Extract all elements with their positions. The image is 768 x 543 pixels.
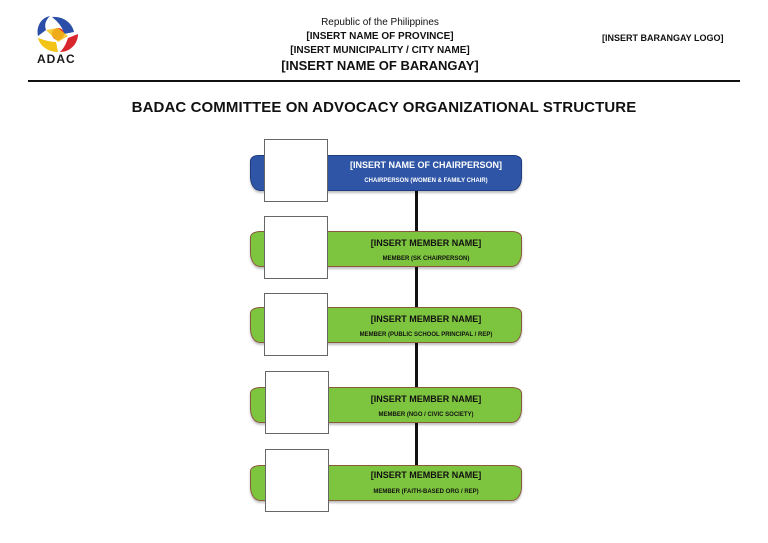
member-photo-placeholder-2 [264, 293, 328, 356]
member-name-4: [INSERT MEMBER NAME] [370, 470, 482, 480]
member-role-3: MEMBER (NGO / CIVIC SOCIETY) [378, 412, 474, 418]
chairperson-name: [INSERT NAME OF CHAIRPERSON] [349, 160, 502, 170]
member-name-3: [INSERT MEMBER NAME] [370, 394, 482, 404]
header-divider [28, 80, 740, 82]
municipality-line: [INSERT MUNICIPALITY / CITY NAME] [290, 45, 470, 56]
document-header: Republic of the Philippines [INSERT NAME… [250, 16, 510, 74]
member-photo-placeholder-3 [265, 371, 329, 434]
member-photo-placeholder-4 [265, 449, 329, 512]
member-name-2: [INSERT MEMBER NAME] [370, 314, 482, 324]
province-line: [INSERT NAME OF PROVINCE] [306, 31, 454, 42]
member-role-4: MEMBER (FAITH-BASED ORG / REP) [373, 489, 479, 495]
barangay-logo-placeholder: [INSERT BARANGAY LOGO] [602, 33, 724, 43]
member-photo-placeholder-1 [264, 216, 328, 279]
republic-line: Republic of the Philippines [321, 17, 439, 28]
member-role-2: MEMBER (PUBLIC SCHOOL PRINCIPAL / REP) [359, 332, 493, 338]
member-role-1: MEMBER (SK CHAIRPERSON) [382, 256, 470, 262]
chairperson-photo-placeholder [264, 139, 328, 202]
member-name-1: [INSERT MEMBER NAME] [370, 238, 482, 248]
page-title: BADAC COMMITTEE ON ADVOCACY ORGANIZATION… [131, 99, 637, 116]
chairperson-role: CHAIRPERSON (WOMEN & FAMILY CHAIR) [364, 178, 488, 184]
adac-logo-icon [37, 16, 78, 52]
barangay-line: [INSERT NAME OF BARANGAY] [281, 58, 479, 73]
logo-wordmark: ADAC [37, 52, 76, 66]
adac-logo [32, 14, 88, 70]
